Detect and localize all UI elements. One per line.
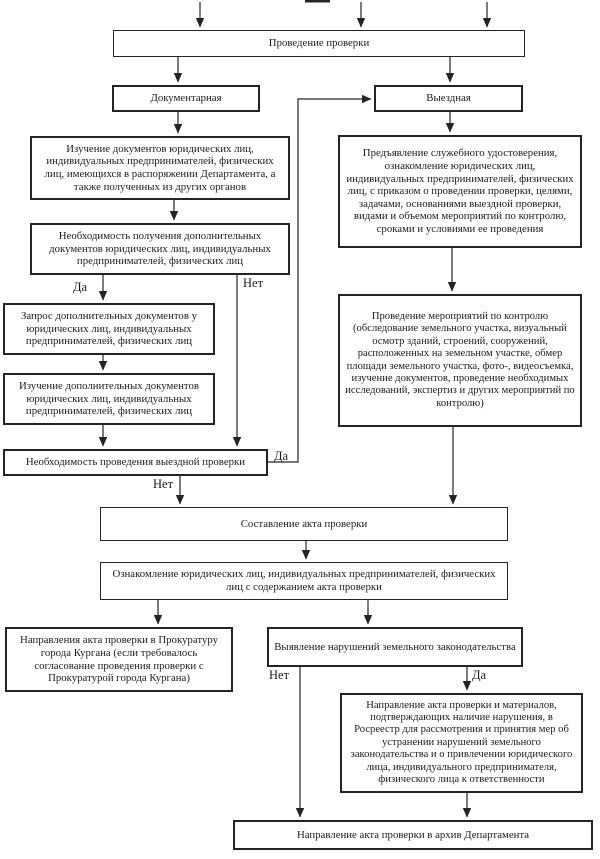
node-send-act-rosreestr: Направление акта проверки и материалов, … [340, 693, 583, 793]
node-study-documents: Изучение документов юридических лиц, инд… [30, 136, 290, 200]
node-start: Проведение проверки [113, 30, 525, 57]
node-need-field-inspection: Необходимость проведения выездной провер… [3, 449, 268, 476]
node-need-additional-documents: Необходимость получения дополнительных д… [30, 223, 290, 275]
edge-needfield-field-yes [268, 94, 372, 463]
cropped-fragment [305, 0, 330, 3]
edge-label-no-violations: Нет [269, 668, 290, 682]
node-field-inspection: Выездная [374, 85, 523, 112]
edge-label-no-field: Нет [153, 477, 174, 491]
edge-label-no-additional: Нет [243, 276, 264, 290]
node-request-additional-documents: Запрос дополнительных документов у юриди… [3, 303, 215, 355]
node-draft-inspection-act: Составление акта проверки [100, 507, 508, 541]
edge-label-yes-additional: Да [73, 280, 88, 294]
node-control-activities: Проведение мероприятий по контролю (обсл… [338, 294, 582, 427]
edge-label-yes-violations: Да [472, 668, 487, 682]
node-send-act-archive: Направление акта проверки в архив Департ… [233, 820, 593, 850]
node-present-credentials: Предъявление служебного удостоверения, о… [338, 135, 582, 248]
edge-label-yes-field: Да [274, 449, 289, 463]
node-review-inspection-act: Ознакомление юридических лиц, индивидуал… [100, 562, 508, 600]
node-send-act-prosecutor: Направления акта проверки в Прокуратуру … [5, 627, 233, 692]
node-study-additional-documents: Изучение дополнительных документов юриди… [3, 373, 215, 425]
node-documentary-inspection: Документарная [112, 85, 260, 112]
node-violations-detected: Выявление нарушений земельного законодат… [267, 627, 523, 667]
